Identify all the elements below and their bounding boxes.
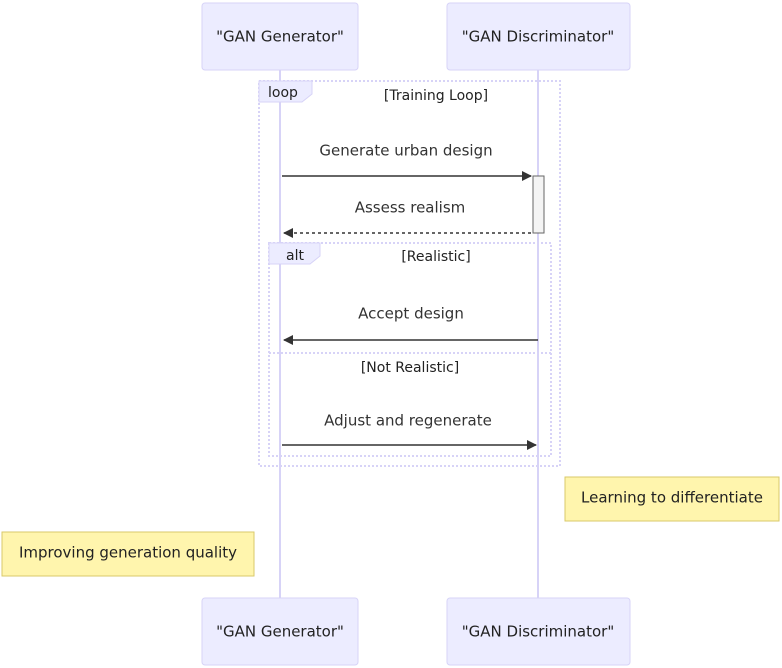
- loop-condition: [Training Loop]: [384, 88, 488, 104]
- alt-condition-realistic: [Realistic]: [401, 249, 470, 265]
- loop-frame: loop [Training Loop]: [258, 80, 561, 467]
- discriminator-actor-top[interactable]: "GAN Discriminator": [446, 2, 631, 71]
- generator-actor-top[interactable]: "GAN Generator": [201, 2, 359, 71]
- discriminator-actor-top-label: "GAN Discriminator": [462, 28, 615, 46]
- loop-tag: loop: [268, 85, 298, 101]
- generator-actor-top-label: "GAN Generator": [216, 28, 344, 46]
- message-accept-label: Accept design: [358, 305, 464, 323]
- loop-tab: [258, 80, 313, 103]
- note-discriminator: Learning to differentiate: [564, 476, 780, 522]
- generator-actor-bottom[interactable]: "GAN Generator": [201, 597, 359, 666]
- discriminator-actor-bottom[interactable]: "GAN Discriminator": [446, 597, 631, 666]
- message-generate-label: Generate urban design: [319, 142, 492, 160]
- alt-frame: alt [Realistic] [Not Realistic]: [268, 242, 552, 457]
- message-adjust-label: Adjust and regenerate: [324, 412, 492, 430]
- alt-tab: [268, 242, 321, 265]
- note-discriminator-text: Learning to differentiate: [581, 489, 763, 507]
- generator-actor-bottom-label: "GAN Generator": [216, 623, 344, 641]
- message-assess-label: Assess realism: [355, 199, 466, 217]
- discriminator-actor-bottom-label: "GAN Discriminator": [462, 623, 615, 641]
- discriminator-activation: [532, 175, 545, 234]
- alt-condition-not-realistic: [Not Realistic]: [361, 360, 459, 376]
- note-generator-text: Improving generation quality: [19, 544, 237, 562]
- alt-tag: alt: [286, 248, 304, 264]
- note-generator: Improving generation quality: [1, 531, 255, 577]
